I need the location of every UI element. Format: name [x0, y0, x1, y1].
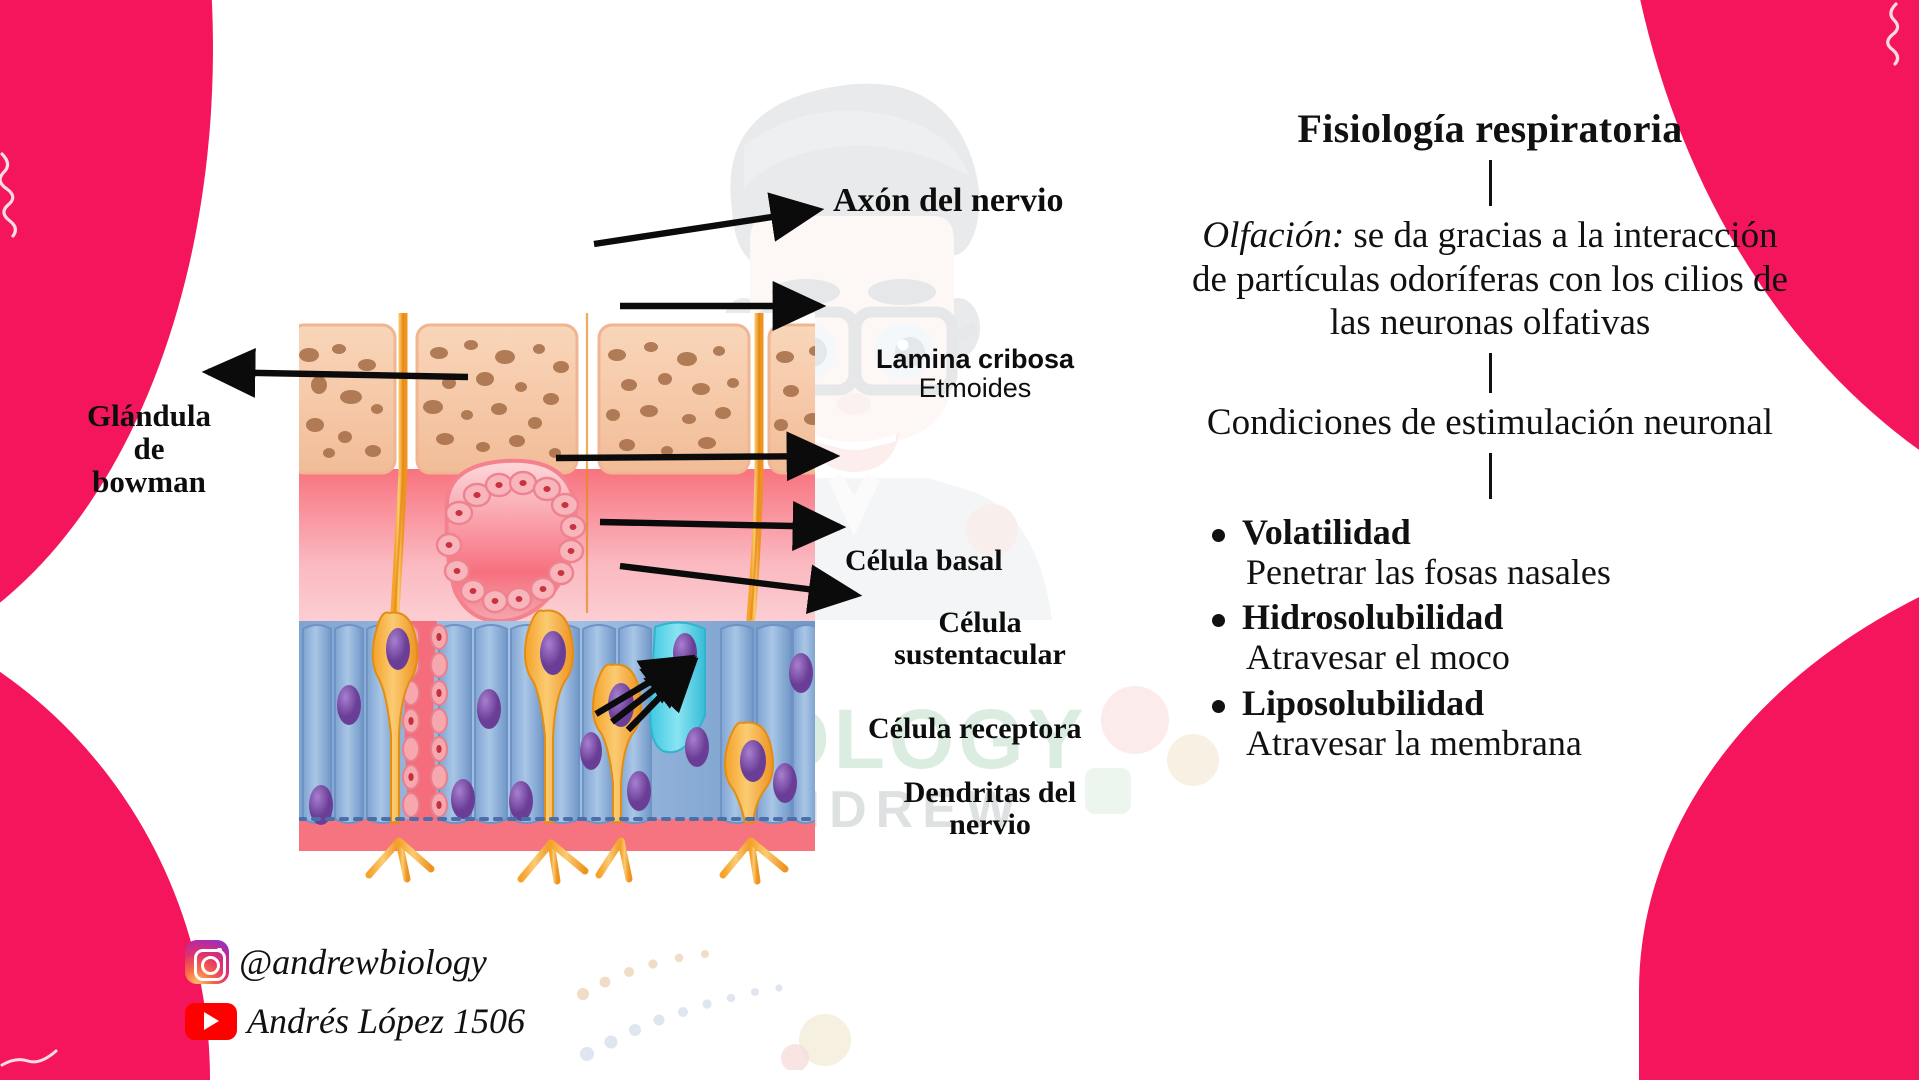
- social-handles: @andrewbiology Andrés López 1506: [185, 940, 525, 1058]
- flow-connector-1: [1488, 160, 1492, 206]
- term-olfaccion: Olfación:: [1202, 215, 1345, 256]
- label-etmoides: Etmoides: [918, 372, 1032, 403]
- content-column: Fisiología respiratoria Olfación: se da …: [1190, 105, 1790, 767]
- youtube-icon[interactable]: [185, 1002, 237, 1040]
- label-celula-sustentacular-line2: sustentacular: [894, 637, 1066, 671]
- youtube-row[interactable]: Andrés López 1506: [185, 1000, 525, 1042]
- label-celula-sustentacular: Célula sustentacular: [860, 607, 1100, 671]
- decor-scribble-right: [1886, 2, 1900, 66]
- label-glandula-de-bowman: Glándula de bowman: [44, 398, 254, 499]
- bullet-list: Volatilidad Penetrar las fosas nasales H…: [1190, 511, 1790, 764]
- bullet-detail: Atravesar la membrana: [1246, 722, 1582, 763]
- decor-pink-left-bottom: [0, 590, 210, 1080]
- label-glandula-line3: bowman: [92, 463, 206, 499]
- label-celula-basal: Célula basal: [845, 544, 1003, 577]
- label-lamina-cribosa: Lamina cribosa Etmoides: [845, 345, 1105, 402]
- decor-scribble-left: [0, 152, 17, 238]
- list-item: Liposolubilidad Atravesar la membrana: [1198, 682, 1790, 764]
- decor-dot-trail: [577, 950, 851, 1070]
- list-item: Volatilidad Penetrar las fosas nasales: [1198, 511, 1790, 593]
- page-title: Fisiología respiratoria: [1297, 106, 1683, 151]
- paragraph-condiciones: Condiciones de estimulación neuronal: [1206, 401, 1774, 443]
- instagram-icon[interactable]: [185, 940, 229, 984]
- label-lamina-cribosa-main: Lamina cribosa: [875, 344, 1075, 374]
- label-dendritas-del-nervio: Dendritas del nervio: [865, 777, 1115, 841]
- bullet-title: Hidrosolubilidad: [1198, 596, 1790, 638]
- label-glandula-line1: Glándula: [86, 398, 212, 433]
- flow-connector-3: [1488, 452, 1492, 499]
- label-dendritas-line2: nervio: [949, 807, 1031, 841]
- flow-connector-2: [1488, 352, 1492, 393]
- decor-blob-cluster: [1085, 686, 1219, 814]
- instagram-handle: @andrewbiology: [239, 942, 487, 982]
- paragraph-olfaccion-body: se da gracias a la interacción de partíc…: [1192, 215, 1788, 344]
- paragraph-olfaccion: Olfación: se da gracias a la interacción…: [1190, 214, 1790, 345]
- decor-pink-left-top: [0, 0, 258, 674]
- bullet-detail: Penetrar las fosas nasales: [1246, 551, 1611, 592]
- youtube-channel: Andrés López 1506: [247, 1001, 525, 1041]
- decor-scribble-left-bottom: [0, 1049, 58, 1067]
- instagram-row[interactable]: @andrewbiology: [185, 940, 525, 984]
- label-celula-receptora: Célula receptora: [868, 712, 1082, 745]
- label-celula-sustentacular-line1: Célula: [938, 606, 1022, 639]
- label-dendritas-line1: Dendritas del: [903, 776, 1077, 809]
- bullet-detail: Atravesar el moco: [1246, 637, 1510, 678]
- olfactory-epithelium-diagram: [299, 313, 815, 898]
- label-axon-del-nervio: Axón del nervio: [833, 182, 1064, 219]
- bullet-title: Liposolubilidad: [1198, 682, 1790, 724]
- list-item: Hidrosolubilidad Atravesar el moco: [1198, 596, 1790, 678]
- bullet-title: Volatilidad: [1198, 511, 1790, 553]
- label-glandula-line2: de: [133, 430, 165, 466]
